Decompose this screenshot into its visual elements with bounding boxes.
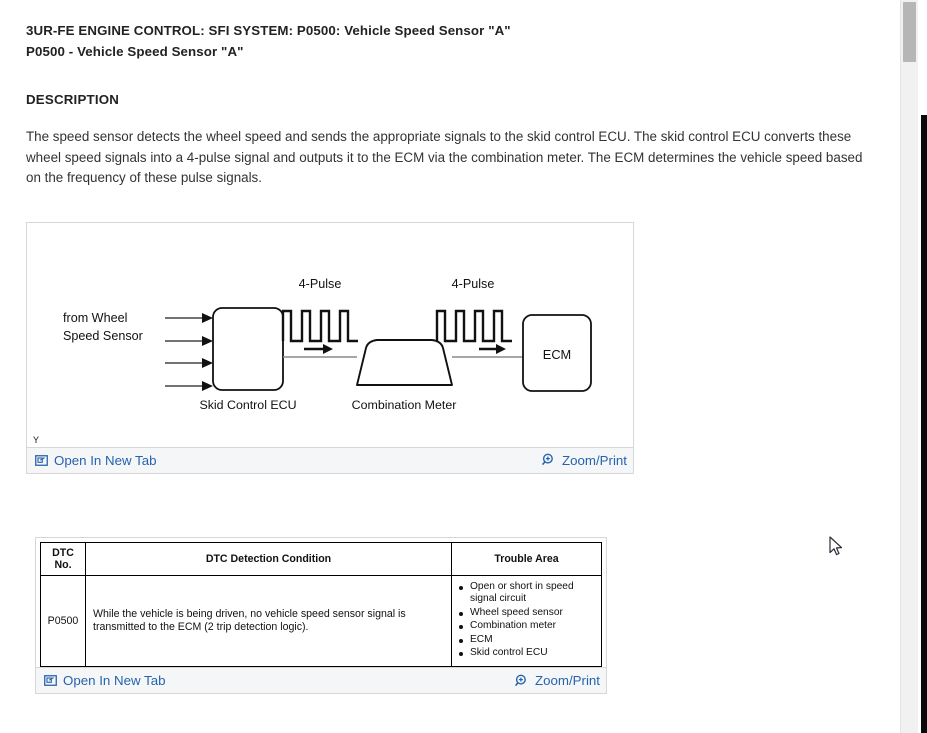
section-heading-description: DESCRIPTION (26, 92, 120, 107)
input-label-line2: Speed Sensor (63, 329, 143, 343)
list-item: Wheel speed sensor (458, 607, 595, 620)
flow-arrow-left (304, 343, 333, 354)
pulse-waveform-right (435, 309, 512, 342)
system-diagram: from Wheel Speed Sensor Skid Control ECU… (27, 223, 633, 447)
input-label-line1: from Wheel (63, 311, 127, 325)
external-window-icon (44, 674, 57, 687)
table-zoom-print-label: Zoom/Print (534, 673, 600, 689)
header-dtc-no: DTC No. (40, 541, 86, 576)
page-subtitle: P0500 - Vehicle Speed Sensor "A" (26, 44, 244, 59)
header-detection-condition: DTC Detection Condition (85, 541, 452, 576)
table-open-in-new-tab-label: Open In New Tab (63, 673, 166, 689)
ecm-block (522, 313, 592, 392)
skid-control-ecu-label: Skid Control ECU (199, 398, 296, 412)
page-title: 3UR-FE ENGINE CONTROL: SFI SYSTEM: P0500… (26, 23, 511, 38)
combination-meter-block (356, 338, 453, 386)
diagram-zoom-print-link[interactable]: Zoom/Print (541, 452, 627, 468)
document-scroll-region[interactable]: 3UR-FE ENGINE CONTROL: SFI SYSTEM: P0500… (0, 0, 908, 733)
vertical-scrollbar[interactable] (900, 0, 918, 733)
table-zoom-print-link[interactable]: Zoom/Print (514, 673, 600, 689)
dtc-table-body: DTC No. DTC Detection Condition Trouble … (36, 537, 606, 668)
ecm-label: ECM (543, 347, 571, 362)
header-dtc-no-line2: No. (54, 558, 72, 571)
list-item: ECM (458, 634, 595, 647)
scrollbar-thumb[interactable] (903, 2, 916, 62)
trouble-area-list: Open or short in speed signal circuit Wh… (458, 581, 595, 661)
pulse-label-right: 4-Pulse (452, 277, 495, 291)
dtc-table-header-row: DTC No. DTC Detection Condition Trouble … (40, 541, 602, 576)
dtc-table-panel: DTC No. DTC Detection Condition Trouble … (35, 536, 607, 695)
cell-dtc-no: P0500 (40, 574, 86, 668)
diagram-open-in-new-tab-link[interactable]: Open In New Tab (35, 453, 157, 468)
magnifier-plus-icon (541, 453, 556, 467)
pulse-waveform-left (281, 309, 358, 342)
dtc-table-panel-wrap: DTC No. DTC Detection Condition Trouble … (35, 536, 607, 695)
cell-trouble-area: Open or short in speed signal circuit Wh… (451, 574, 602, 668)
document-content: 3UR-FE ENGINE CONTROL: SFI SYSTEM: P0500… (26, 23, 863, 695)
list-item: Combination meter (458, 620, 595, 633)
right-edge-dark-strip (921, 115, 927, 733)
cell-detection-condition: While the vehicle is being driven, no ve… (85, 574, 452, 668)
description-paragraph: The speed sensor detects the wheel speed… (26, 129, 863, 185)
diagram-figure-footer: Open In New Tab Zoom/Print (27, 446, 633, 473)
table-open-in-new-tab-link[interactable]: Open In New Tab (44, 673, 166, 688)
list-item: Open or short in speed signal circuit (458, 581, 595, 606)
diagram-open-in-new-tab-label: Open In New Tab (54, 452, 157, 468)
combination-meter-label: Combination Meter (352, 398, 457, 412)
list-item: Skid control ECU (458, 647, 595, 660)
dtc-table: DTC No. DTC Detection Condition Trouble … (40, 541, 602, 668)
header-trouble-area: Trouble Area (451, 541, 602, 576)
diagram-zoom-print-label: Zoom/Print (561, 452, 627, 468)
header-dtc-no-line1: DTC (52, 546, 74, 559)
diagram-figure-panel: from Wheel Speed Sensor Skid Control ECU… (26, 221, 634, 474)
diagram-figure-body: from Wheel Speed Sensor Skid Control ECU… (27, 222, 633, 447)
external-window-icon (35, 454, 48, 467)
pulse-label-left: 4-Pulse (299, 277, 342, 291)
table-row: P0500 While the vehicle is being driven,… (40, 574, 602, 668)
dtc-table-footer: Open In New Tab Zoom/Print (36, 667, 606, 694)
flow-arrow-right (479, 343, 506, 354)
wheel-speed-input-arrowheads (202, 312, 213, 391)
skid-control-ecu-block (212, 306, 284, 391)
right-edge-light (921, 0, 927, 115)
diagram-svg: from Wheel Speed Sensor Skid Control ECU… (63, 277, 592, 412)
wheel-speed-input-lines (165, 316, 202, 387)
magnifier-plus-icon (514, 674, 529, 688)
figure-corner-mark: Y (33, 434, 40, 445)
